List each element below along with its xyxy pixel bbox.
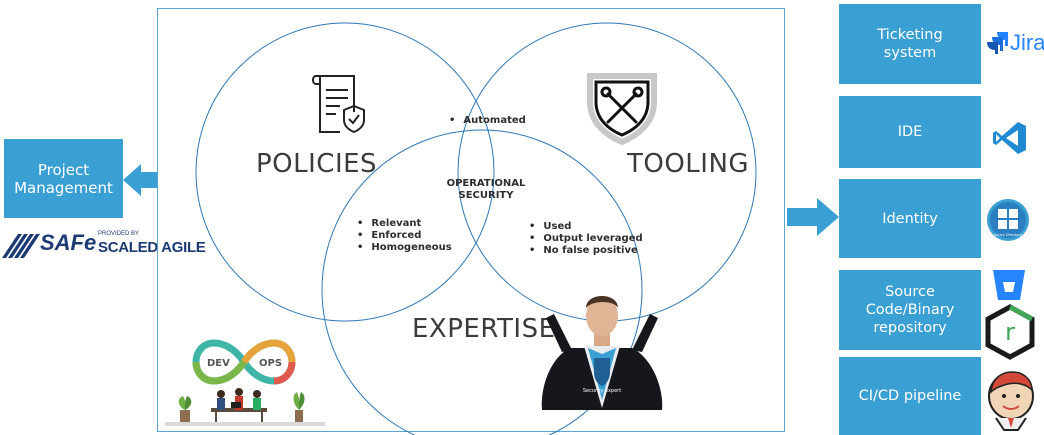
operational-security-line1: OPERATIONAL [446,178,526,189]
jira-icon: Jira [986,28,1044,58]
plant-icon [178,396,192,422]
list-item: Output leveraged [529,233,642,245]
safe-provided-by: PROVIDED BY [98,231,140,237]
list-item: Relevant [357,218,452,230]
list-item: Used [529,221,643,233]
devops-ops-text: OPS [259,358,282,369]
safe-brand-text: SCALED AGILE [98,239,206,256]
devops-infinity-icon: DEV OPS [192,339,296,385]
security-expert-illustration: Security expert [541,296,663,410]
operational-security-label: OPERATIONAL SECURITY [440,178,532,202]
safe-logo: SAFe PROVIDED BY SCALED AGILE [2,226,212,260]
ide-label: IDE [897,124,923,140]
tooling-label: TOOLING [627,149,750,179]
project-management-label: Project Management [14,160,113,197]
expertise-circle [321,129,643,435]
ide-box[interactable]: IDE [839,96,981,168]
safe-stripes-icon [2,234,40,258]
expertise-label: EXPERTISE [412,314,556,344]
list-item: Automated [449,115,525,127]
cicd-pipeline-box[interactable]: CI/CD pipeline [839,357,981,435]
tooling-expertise-list: Used Output leveraged No false positive [529,221,643,257]
vscode-icon [993,122,1026,154]
repository-letter: r [1005,318,1015,346]
left-arrow-icon [123,164,157,196]
active-directory-icon: Active Directory [987,199,1029,241]
policies-tooling-list: Automated [449,115,525,127]
ticketing-system-box[interactable]: Ticketing system [839,4,981,84]
right-arrow-icon [787,198,839,236]
identity-box[interactable]: Identity [839,179,981,258]
ticketing-system-label: Ticketing system [877,27,943,61]
list-item: Enforced [357,230,452,242]
policies-expertise-list: Relevant Enforced Homogeneous [357,218,452,254]
operational-security-line2: SECURITY [458,190,514,201]
jira-mark-icon [987,32,1008,54]
tooling-shield-icon [587,73,657,146]
bitbucket-icon [993,270,1025,300]
identity-label: Identity [882,210,938,227]
cicd-pipeline-label: CI/CD pipeline [858,388,962,404]
policies-label: POLICIES [256,149,378,179]
venn-frame [157,8,785,432]
repository-hexagon-icon: r [985,304,1035,360]
safe-logo-text: SAFe [40,230,97,255]
policy-document-icon [312,75,365,134]
list-item: No false positive [529,245,643,257]
office-team-illustration [165,388,325,426]
jenkins-icon [988,371,1034,431]
plant-icon [293,392,305,422]
jira-text: Jira [1010,30,1044,55]
devops-dev-text: DEV [207,358,230,369]
policies-circle [195,22,495,322]
source-code-label: Source Code/Binary repository [865,284,955,336]
active-directory-text: Active Directory [994,233,1022,237]
list-item: Homogeneous [357,242,451,254]
project-management-box[interactable]: Project Management [4,139,123,218]
security-badge-text: Security expert [583,388,621,394]
source-code-box[interactable]: Source Code/Binary repository [839,270,981,350]
